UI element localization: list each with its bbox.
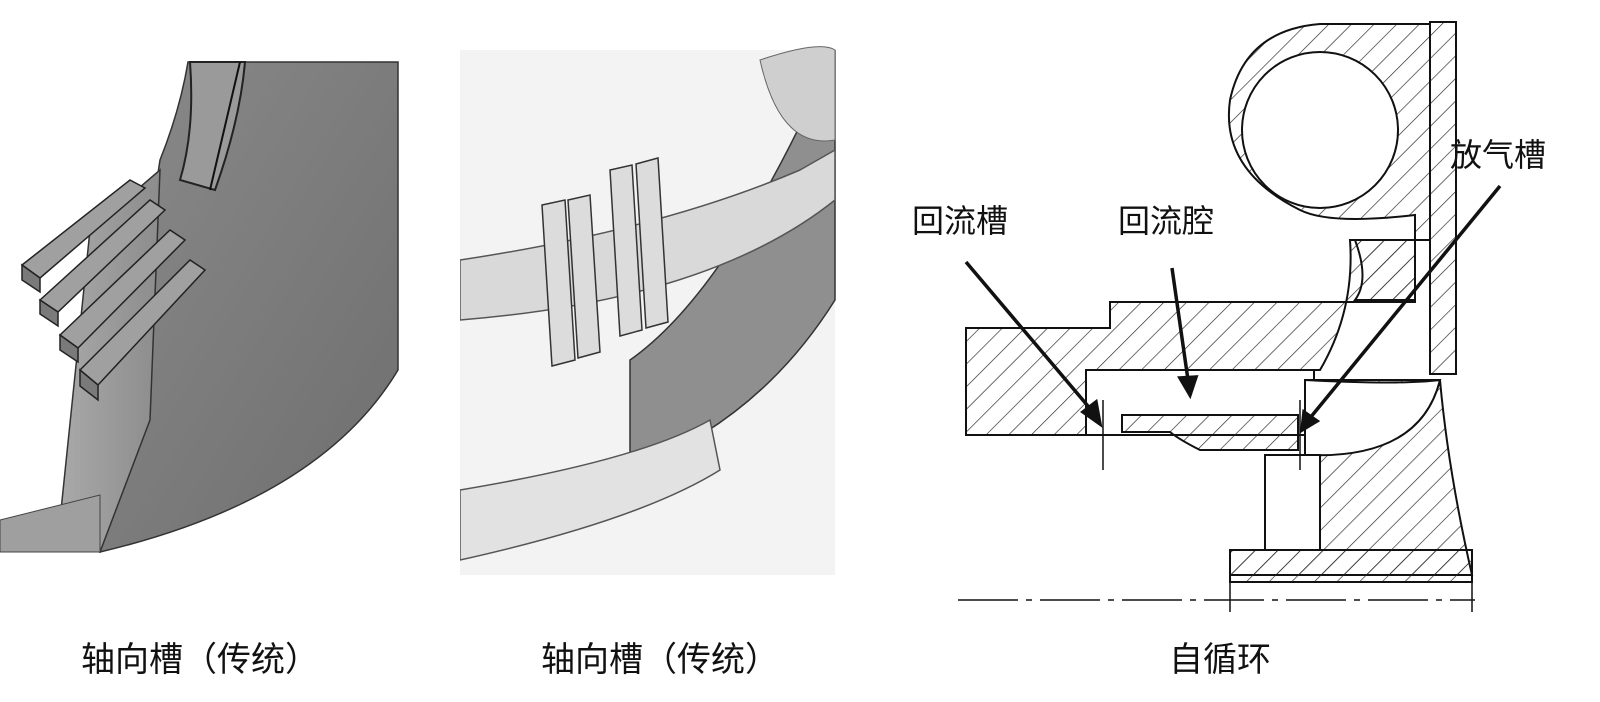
recirculation-slot-label: 回流槽 — [912, 202, 1009, 240]
bleed-slot-label: 放气槽 — [1450, 136, 1547, 174]
caption-middle: 轴向槽（传统） — [541, 640, 779, 680]
axial-slot-render-sketch — [460, 0, 860, 600]
axial-slot-render-shaded — [0, 0, 430, 600]
self-circulating-cross-section — [900, 0, 1600, 620]
caption-right: 自循环 — [1169, 640, 1271, 680]
caption-left: 轴向槽（传统） — [81, 640, 319, 680]
recirculation-cavity-label: 回流腔 — [1118, 202, 1215, 240]
